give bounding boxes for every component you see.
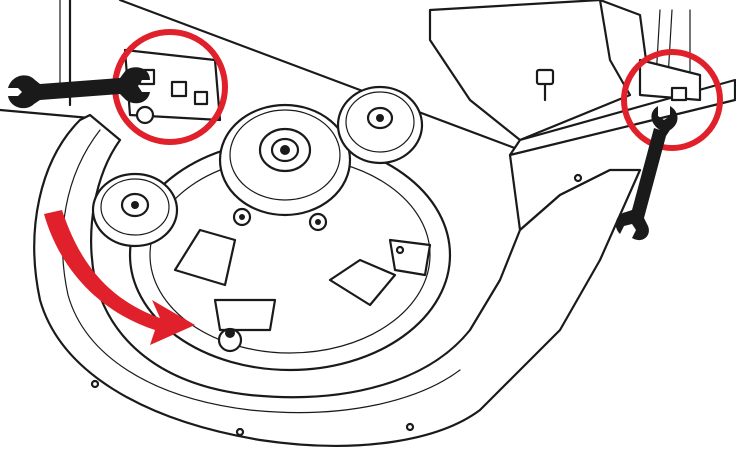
spindle-housing [128, 138, 452, 372]
mounting-bracket [123, 48, 222, 125]
discharge-housing [428, 0, 736, 232]
wrench-icon [8, 67, 150, 109]
spindle-bolts [232, 207, 328, 232]
pulley-right [336, 85, 424, 165]
highlight-circle-icon [621, 49, 723, 151]
wrench-icon [615, 106, 678, 241]
pulley-left [91, 172, 179, 248]
rotation-arrow-icon [44, 210, 195, 345]
deck-housing [33, 113, 642, 447]
pulley-large [218, 103, 352, 217]
